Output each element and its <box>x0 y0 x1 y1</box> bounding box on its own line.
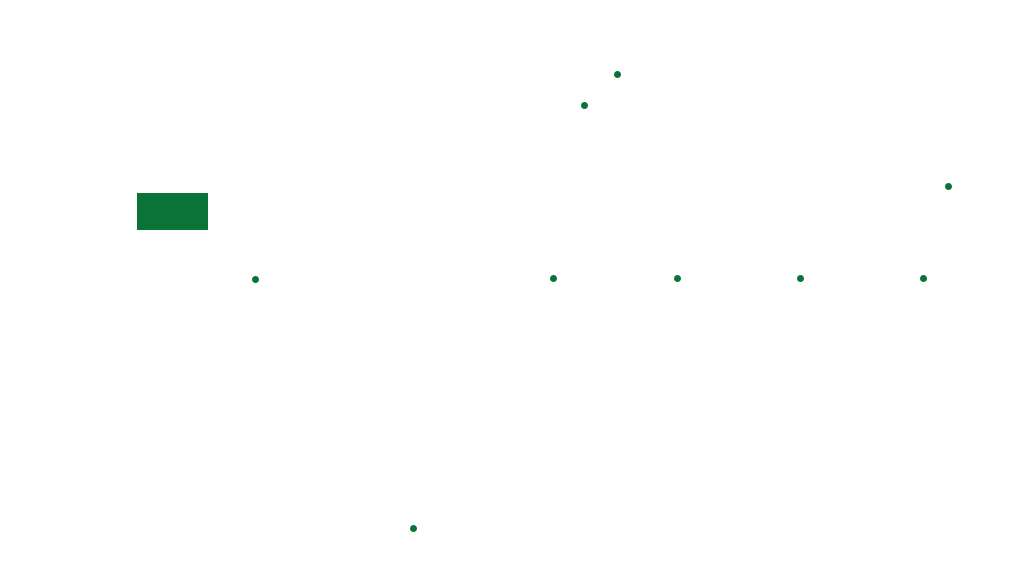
green-rectangle-block <box>137 193 208 230</box>
green-dot-marker <box>410 525 417 532</box>
green-dot-marker <box>581 102 588 109</box>
green-dot-marker <box>945 183 952 190</box>
green-dot-marker <box>920 275 927 282</box>
green-dot-marker <box>674 275 681 282</box>
green-dot-marker <box>252 276 259 283</box>
green-dot-marker <box>797 275 804 282</box>
green-dot-marker <box>614 71 621 78</box>
green-dot-marker <box>550 275 557 282</box>
